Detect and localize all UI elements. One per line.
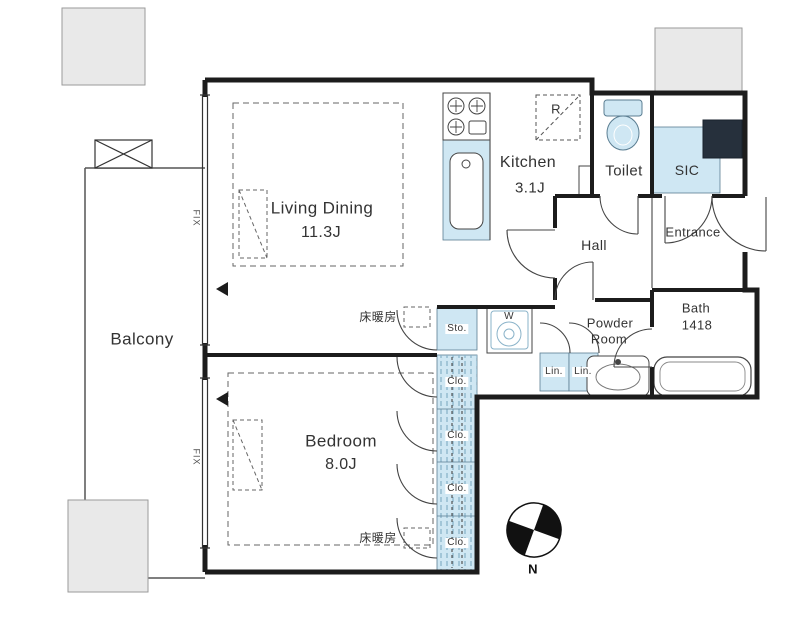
toilet-icon bbox=[603, 99, 643, 151]
window-lines bbox=[200, 94, 210, 549]
outer-walls bbox=[202, 77, 760, 575]
linen-door-arcs bbox=[539, 322, 600, 354]
structure-block-bottom-left bbox=[67, 499, 149, 593]
closet-strip-hatch bbox=[437, 355, 477, 570]
pipe-shaft-dark bbox=[702, 119, 743, 159]
closet-label-2: Clo. bbox=[445, 430, 469, 441]
floor-heating-areas bbox=[227, 102, 434, 546]
closet-label-4: Clo. bbox=[445, 537, 469, 548]
living-dining-size: 11.3J bbox=[301, 224, 341, 241]
kitchen-label: Kitchen bbox=[499, 154, 557, 171]
hall-label: Hall bbox=[581, 237, 607, 253]
bathtub-icon bbox=[653, 356, 752, 397]
structure-block-top-left bbox=[61, 7, 146, 86]
storage-sto-label: Sto. bbox=[445, 323, 469, 334]
closet-label-3: Clo. bbox=[445, 483, 469, 494]
refrigerator-label: R bbox=[551, 101, 561, 117]
sic-label: SIC bbox=[674, 162, 700, 178]
washer-label: W bbox=[504, 311, 514, 322]
entrance-door-arc bbox=[711, 196, 767, 252]
closet-label-1: Clo. bbox=[445, 376, 469, 387]
washing-machine-icon bbox=[486, 306, 533, 354]
kitchen-sink-icon bbox=[449, 152, 484, 230]
bedroom-size: 8.0J bbox=[325, 456, 357, 473]
interior-walls bbox=[203, 93, 757, 397]
floor-heating-symbol-living bbox=[403, 306, 431, 328]
powder-room-door-arc bbox=[554, 261, 594, 301]
floor-heating-bedroom-area bbox=[227, 372, 434, 546]
window-markers bbox=[216, 282, 228, 406]
duct-box bbox=[94, 139, 153, 169]
floor-heating-living-area bbox=[232, 102, 404, 267]
linen-label-1: Lin. bbox=[543, 366, 565, 377]
balcony-label: Balcony bbox=[110, 329, 174, 349]
compass-icon bbox=[506, 502, 562, 558]
toilet-door-arc bbox=[599, 195, 639, 235]
kitchen-door-arc bbox=[506, 229, 556, 279]
refrigerator-space bbox=[535, 94, 581, 141]
floor-heating-symbol-bedroom bbox=[403, 527, 431, 549]
closet-door-arcs bbox=[396, 356, 438, 559]
sic-door-arc bbox=[664, 195, 713, 244]
powder-room-label-line2: Room bbox=[590, 331, 628, 347]
fix-window-label-2: FIX bbox=[191, 448, 202, 466]
washbasin-icon bbox=[586, 355, 650, 397]
bath-size: 1418 bbox=[681, 317, 713, 333]
entrance-label: Entrance bbox=[665, 224, 721, 240]
linen-label-2: Lin. bbox=[572, 366, 594, 377]
powder-room-label-line1: Powder bbox=[586, 315, 634, 331]
floor-heating-label-living: 床暖房 bbox=[359, 310, 397, 324]
storage-door-arc bbox=[396, 309, 438, 351]
closet-pole-lines bbox=[451, 357, 463, 568]
compass-north-label: N bbox=[528, 561, 538, 577]
stove-icon bbox=[442, 92, 491, 141]
kitchen-size: 3.1J bbox=[515, 179, 545, 197]
toilet-label: Toilet bbox=[605, 162, 643, 180]
closet-strip-dividers bbox=[437, 408, 477, 517]
structure-block-top-right bbox=[654, 27, 743, 94]
living-dining-label: Living Dining bbox=[270, 198, 374, 218]
furniture-dashed bbox=[232, 189, 431, 549]
bath-label: Bath bbox=[681, 300, 711, 316]
bath-door-arc bbox=[613, 328, 653, 368]
floor-heating-label-bedroom: 床暖房 bbox=[359, 531, 397, 545]
bedroom-label: Bedroom bbox=[305, 431, 377, 451]
fix-window-label-1: FIX bbox=[191, 209, 202, 227]
